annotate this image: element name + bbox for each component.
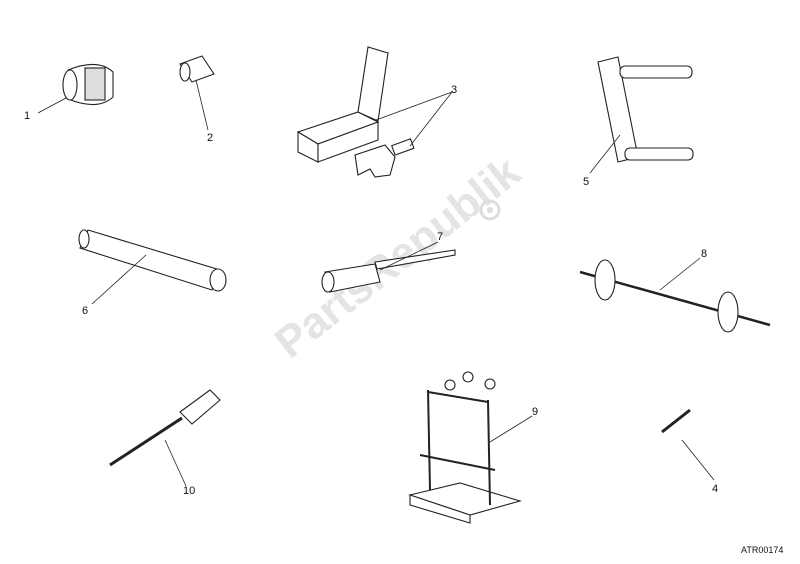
drawing-code: ATR00174 [741, 545, 783, 555]
part-3-kit [296, 46, 453, 178]
svg-text:PartsRepublik: PartsRepublik [266, 147, 530, 368]
part-8-press [579, 257, 771, 333]
callout-4: 4 [712, 483, 718, 495]
part-2-sleeve [179, 55, 215, 131]
part-1-bushing [37, 63, 114, 114]
part-10-handle [109, 389, 221, 487]
part-9-stand [408, 371, 533, 524]
callout-1: 1 [24, 110, 30, 122]
part-7-drift [321, 241, 456, 293]
callout-8: 8 [701, 248, 707, 260]
part-6-tube [78, 229, 227, 305]
gear-icon [479, 199, 501, 221]
callout-5: 5 [583, 176, 589, 188]
callout-10: 10 [183, 485, 195, 497]
watermark: PartsRepublik [266, 147, 530, 368]
callout-2: 2 [207, 132, 213, 144]
part-5-frame [589, 56, 694, 174]
callout-6: 6 [82, 305, 88, 317]
part-4-pin [661, 408, 715, 481]
callout-3: 3 [451, 84, 457, 96]
callout-9: 9 [532, 406, 538, 418]
callout-7: 7 [437, 231, 443, 243]
